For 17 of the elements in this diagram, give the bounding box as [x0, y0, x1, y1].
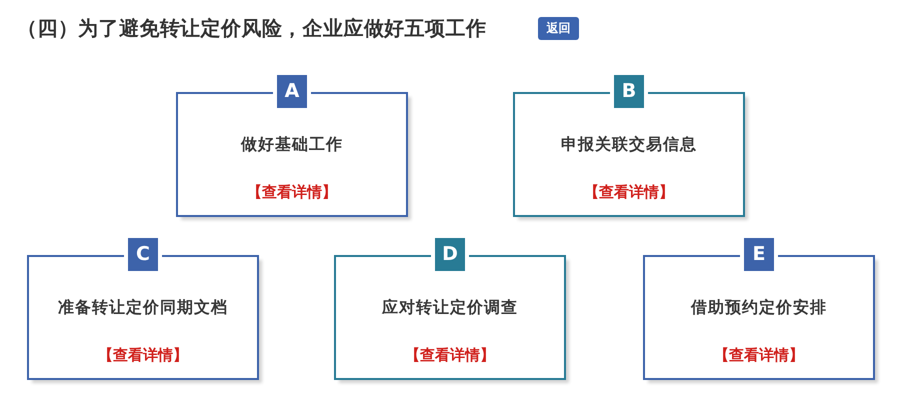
letter-badge: A	[277, 75, 307, 108]
task-title: 应对转让定价调查	[382, 297, 518, 317]
letter-badge: B	[614, 75, 644, 108]
details-link: 【查看详情】	[584, 183, 674, 201]
task-title: 准备转让定价同期文档	[58, 297, 228, 317]
task-title: 做好基础工作	[241, 134, 343, 154]
title: （四）为了避免转让定价风险，企业应做好五项工作	[17, 15, 486, 42]
details-link: 【查看详情】	[405, 346, 495, 364]
details-link: 【查看详情】	[247, 183, 337, 201]
details-link: 【查看详情】	[714, 346, 804, 364]
back-button: 返回	[538, 17, 579, 40]
task-title: 借助预约定价安排	[691, 297, 827, 317]
details-link: 【查看详情】	[98, 346, 188, 364]
letter-badge: E	[744, 238, 774, 271]
task-title: 申报关联交易信息	[561, 134, 697, 154]
letter-badge: D	[435, 238, 465, 271]
letter-badge: C	[128, 238, 158, 271]
